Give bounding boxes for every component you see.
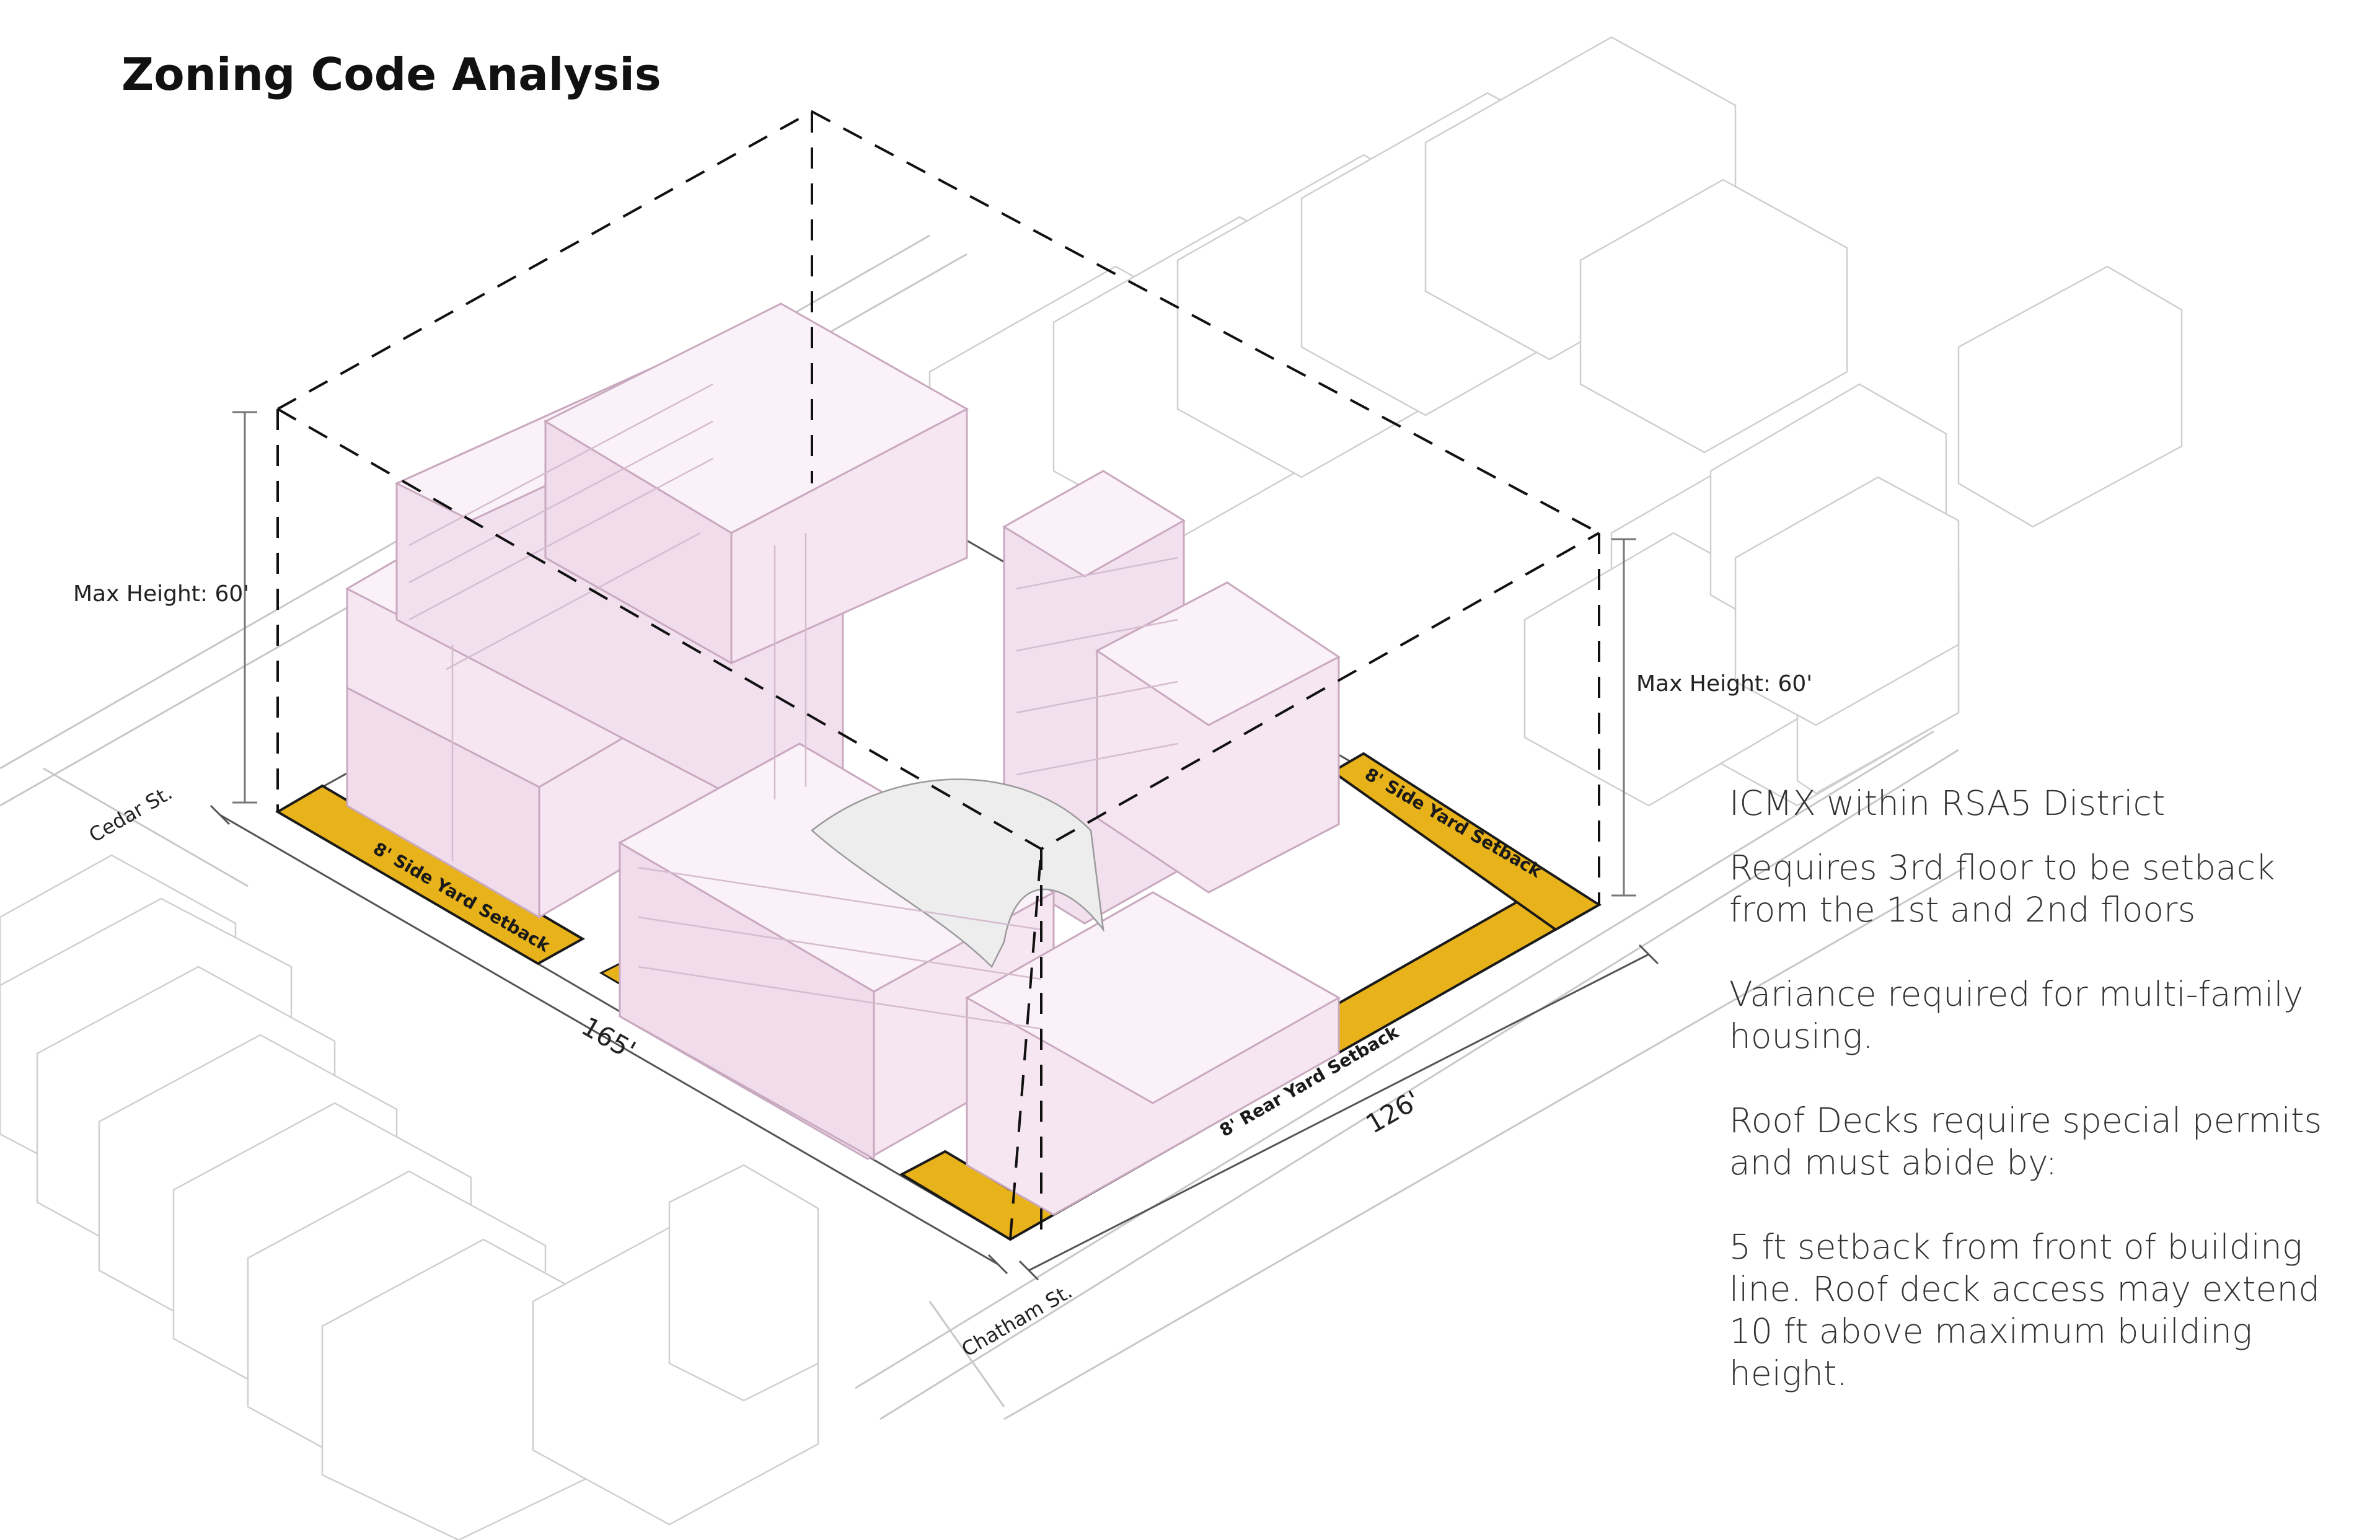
- max-height-label-left: Max Height: 60': [73, 581, 249, 607]
- page-title: Zoning Code Analysis: [121, 48, 661, 100]
- dimension-126-label: 126': [1361, 1085, 1426, 1139]
- max-height-label-right: Max Height: 60': [1636, 671, 1812, 697]
- note-setback-requirement: Requires 3rd floor to be setback from th…: [1729, 848, 2275, 930]
- context-buildings-north: [928, 36, 2183, 807]
- zoning-notes: ICMX within RSA5 District Requires 3rd f…: [1729, 782, 2355, 1437]
- note-variance: Variance required for multi-family housi…: [1729, 974, 2304, 1056]
- plan-dimensions: [209, 804, 1659, 1281]
- height-dimensions: [232, 411, 1636, 897]
- note-roof-rule: 5 ft setback from front of building line…: [1729, 1227, 2320, 1393]
- side-yard-setback-left: [275, 784, 586, 966]
- chatham-street-label: Chatham St.: [958, 1279, 1076, 1361]
- context-buildings-south: [0, 854, 819, 1540]
- note-roof-decks: Roof Decks require special permits and m…: [1729, 1101, 2322, 1182]
- proposed-building: [345, 302, 1341, 1216]
- note-district: ICMX within RSA5 District: [1729, 783, 2166, 823]
- max-height-envelope: [276, 110, 1600, 1240]
